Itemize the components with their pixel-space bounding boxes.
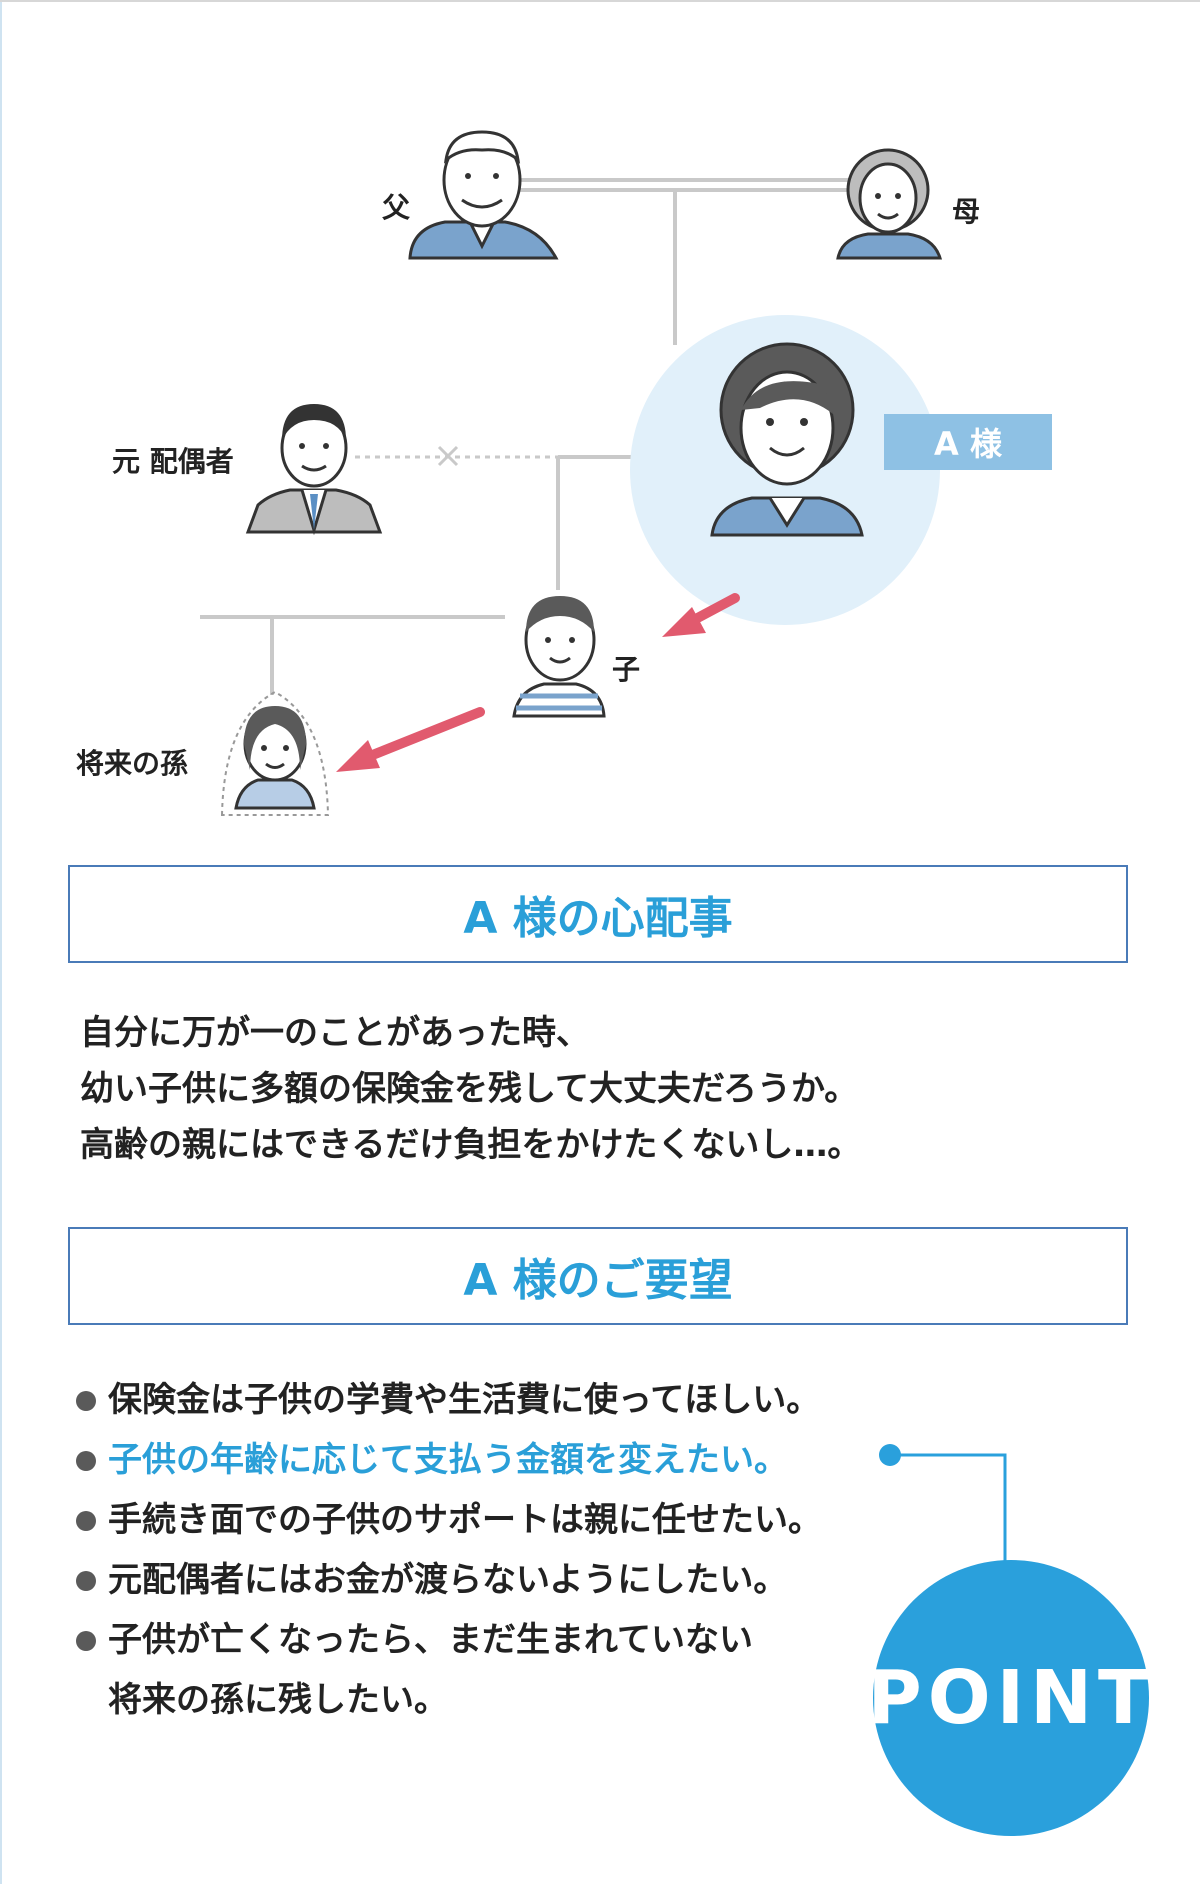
- request-list: 保険金は子供の学費や生活費に使ってほしい。 子供の年齢に応じて支払う金額を変えた…: [76, 1370, 822, 1730]
- concern-text: 自分に万が一のことがあった時、 幼い子供に多額の保険金を残して大丈夫だろうか。 …: [80, 1005, 861, 1173]
- label-father: 父: [382, 191, 411, 224]
- arrow-child-to-grandchild: [336, 707, 485, 772]
- left-border: [0, 0, 2, 1884]
- point-badge: POINT: [867, 1560, 1149, 1836]
- concern-line: 幼い子供に多額の保険金を残して大丈夫だろうか。: [80, 1069, 859, 1109]
- bullet-icon: [76, 1511, 96, 1531]
- request-heading: A 様のご要望: [68, 1227, 1128, 1325]
- label-future-grandchild: 将来の孫: [76, 747, 189, 780]
- concern-heading: A 様の心配事: [68, 865, 1128, 963]
- mother-icon: [836, 148, 943, 260]
- point-connector: [879, 1444, 1007, 1570]
- list-item-continuation: 将来の孫に残したい。: [108, 1680, 448, 1720]
- label-ex-spouse: 元 配偶者: [112, 445, 234, 478]
- future-grandchild-icon: [220, 690, 330, 816]
- list-item: 元配偶者にはお金が渡らないようにしたい。: [76, 1550, 822, 1610]
- list-item: 保険金は子供の学費や生活費に使ってほしい。: [76, 1370, 822, 1430]
- bullet-icon: [76, 1391, 96, 1411]
- list-item: 子供が亡くなったら、まだ生まれていない: [76, 1610, 822, 1670]
- top-border: [0, 0, 1200, 2]
- family-tree-diagram: [200, 130, 943, 816]
- father-icon: [408, 130, 559, 260]
- ex-spouse-icon: [245, 404, 383, 536]
- bullet-icon: [76, 1571, 96, 1591]
- arrow-client-to-child: [662, 593, 740, 637]
- child-icon: [512, 596, 606, 718]
- list-item-highlighted: 子供の年齢に応じて支払う金額を変えたい。: [76, 1430, 822, 1490]
- bullet-icon: [76, 1451, 96, 1471]
- concern-line: 自分に万が一のことがあった時、: [80, 1013, 590, 1053]
- client-a-icon: [710, 342, 864, 537]
- label-child: 子: [612, 653, 641, 686]
- connector-lines: [200, 178, 855, 695]
- list-item: 手続き面での子供のサポートは親に任せたい。: [76, 1490, 822, 1550]
- concern-line: 高齢の親にはできるだけ負担をかけたくないし…。: [80, 1125, 862, 1165]
- divorce-cross-icon: [437, 445, 459, 467]
- label-mother: 母: [952, 195, 981, 228]
- bullet-icon: [76, 1631, 96, 1651]
- client-name-tag: A 様: [884, 414, 1052, 470]
